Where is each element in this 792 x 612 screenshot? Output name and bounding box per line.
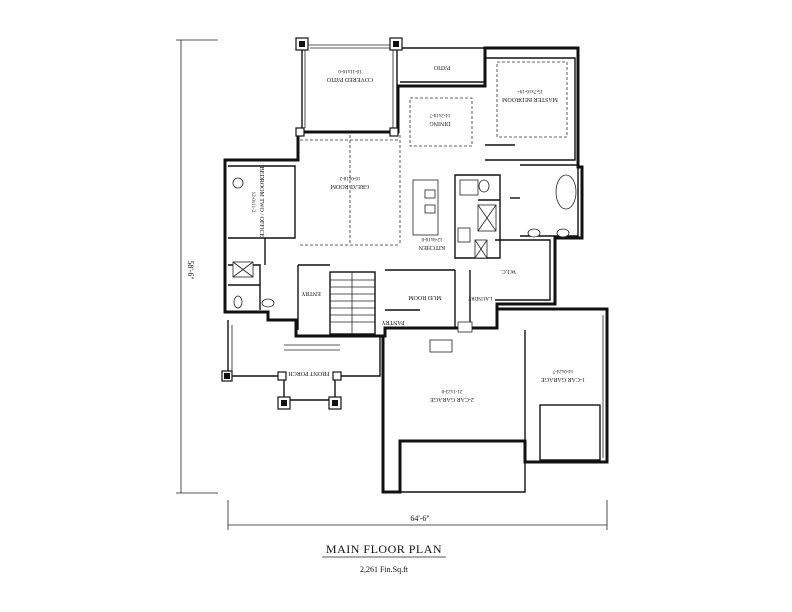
width-dimension-label: 64'-6" bbox=[410, 514, 429, 523]
covered-patio-size: 16-11x16-0 bbox=[338, 68, 362, 73]
kitchen-size: 12-8x16-0 bbox=[421, 236, 442, 241]
pantry-label: PANTRY bbox=[381, 319, 405, 325]
ceiling-lines bbox=[300, 61, 568, 246]
depth-dimension-label: 58'-6" bbox=[186, 260, 195, 279]
range-icon bbox=[457, 227, 471, 243]
kitchen-label: KITCHEN bbox=[418, 244, 445, 250]
plan-area: 2,261 Fin.Sq.ft bbox=[360, 565, 409, 574]
plan-title: MAIN FLOOR PLAN bbox=[326, 542, 442, 556]
great-room-label: GREAT ROOM bbox=[330, 183, 369, 189]
laundry-label: LAUNDRY bbox=[468, 295, 493, 300]
sink-icon bbox=[424, 189, 436, 199]
bathtub-icon bbox=[555, 174, 577, 210]
patio-label: PATIO bbox=[433, 64, 450, 70]
great-room-size: 16-0x18-2 bbox=[339, 175, 360, 180]
garage-2car-label: 2-CAR GARAGE bbox=[430, 396, 474, 402]
front-porch-label: FRONT PORCH bbox=[288, 370, 330, 376]
bedroom-two-label: BEDROOM TWO / OFFICE bbox=[258, 167, 264, 238]
posts bbox=[221, 37, 403, 410]
entry-label: ENTRY bbox=[301, 290, 321, 296]
fixtures bbox=[232, 174, 577, 353]
width-dimension: 64'-6" bbox=[227, 500, 608, 530]
garage-1car-label: 1-CAR GARAGE bbox=[541, 376, 585, 382]
bedroom-two-size: 12-0x11-2 bbox=[250, 192, 255, 213]
garage-1car-size: 14-0x24-7 bbox=[552, 368, 573, 373]
toilet-icon bbox=[478, 179, 490, 193]
interior-walls bbox=[228, 57, 579, 335]
covered-patio-label: COVERED PATIO bbox=[326, 76, 373, 82]
mud-room-label: MUD ROOM bbox=[408, 294, 442, 300]
wic-label: W.I.C. bbox=[500, 268, 516, 274]
garage-2car-size: 21-1x23-0 bbox=[441, 388, 462, 393]
dining-size: 14-2x10-7 bbox=[429, 112, 450, 117]
dining-label: DINING bbox=[429, 120, 451, 126]
master-bedroom-label: MASTER BEDROOM bbox=[501, 96, 558, 102]
title-block: MAIN FLOOR PLAN 2,261 Fin.Sq.ft bbox=[322, 542, 446, 574]
master-bedroom-size: 15-7x16-10+ bbox=[517, 88, 543, 93]
room-labels: COVERED PATIO 16-11x16-0 PATIO MASTER BE… bbox=[250, 64, 585, 402]
depth-dimension: 58'-6" bbox=[176, 39, 218, 494]
